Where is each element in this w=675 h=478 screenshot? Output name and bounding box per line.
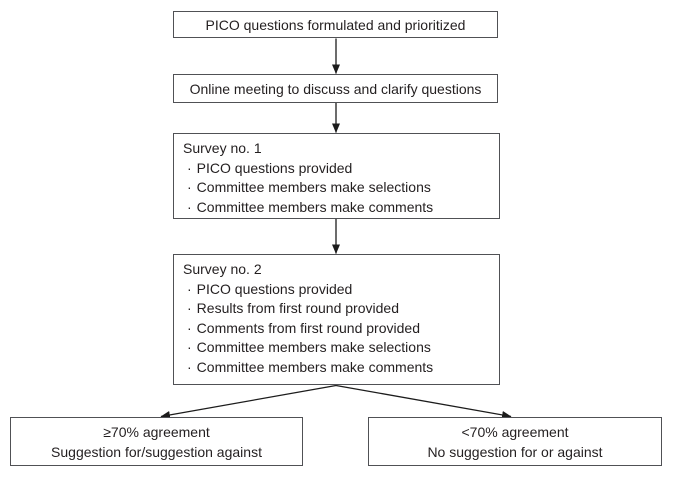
step-box-pico-questions: PICO questions formulated and prioritize… bbox=[173, 11, 498, 38]
bullet-text: Committee members make selections bbox=[196, 339, 431, 355]
survey-title: Survey no. 1 bbox=[183, 140, 262, 156]
arrow-survey2-to-agree bbox=[160, 384, 337, 419]
bullet-dot: · bbox=[187, 198, 192, 215]
bullet-item: · Committee members make selections bbox=[183, 338, 493, 358]
bullet-text: PICO questions provided bbox=[196, 280, 353, 297]
outcome-line-1: ≥70% agreement bbox=[103, 423, 210, 440]
bullet-text: Committee members make comments bbox=[196, 358, 434, 375]
bullet-item: · Committee members make comments bbox=[183, 358, 493, 378]
outcome-box-no-agreement: <70% agreement No suggestion for or agai… bbox=[368, 417, 662, 466]
bullet-text: Committee members make comments bbox=[196, 198, 434, 215]
bullet-text: Committee members make selections bbox=[196, 179, 431, 195]
bullet-item: · PICO questions provided bbox=[183, 159, 493, 179]
step-label: PICO questions formulated and prioritize… bbox=[205, 16, 466, 33]
bullet-dot: · bbox=[187, 339, 192, 355]
bullet-text: PICO questions provided bbox=[196, 159, 353, 176]
bullet-item: · PICO questions provided bbox=[183, 280, 493, 300]
outcome-box-agreement: ≥70% agreement Suggestion for/suggestion… bbox=[10, 417, 303, 466]
bullet-dot: · bbox=[187, 319, 192, 336]
bullet-item: · Committee members make comments bbox=[183, 198, 493, 218]
step-box-online-meeting: Online meeting to discuss and clarify qu… bbox=[173, 74, 498, 103]
outcome-line-1: <70% agreement bbox=[461, 423, 569, 440]
outcome-line-2: Suggestion for/suggestion against bbox=[51, 443, 262, 460]
survey-title: Survey no. 2 bbox=[183, 261, 262, 277]
bullet-text: Comments from first round provided bbox=[196, 319, 420, 336]
bullet-text: Results from first round provided bbox=[196, 300, 399, 316]
bullet-dot: · bbox=[187, 179, 192, 195]
step-label: Online meeting to discuss and clarify qu… bbox=[189, 80, 482, 97]
arrow-survey2-to-disagree bbox=[335, 384, 512, 419]
outcome-line-2: No suggestion for or against bbox=[427, 443, 603, 460]
bullet-dot: · bbox=[187, 280, 192, 297]
bullet-item: · Committee members make selections bbox=[183, 178, 493, 198]
bullet-dot: · bbox=[187, 300, 192, 316]
bullet-dot: · bbox=[187, 358, 192, 375]
bullet-item: · Results from first round provided bbox=[183, 299, 493, 319]
step-box-survey-2: Survey no. 2 · PICO questions provided ·… bbox=[173, 254, 500, 385]
bullet-item: · Comments from first round provided bbox=[183, 319, 493, 339]
bullet-dot: · bbox=[187, 159, 192, 176]
step-box-survey-1: Survey no. 1 · PICO questions provided ·… bbox=[173, 133, 500, 219]
